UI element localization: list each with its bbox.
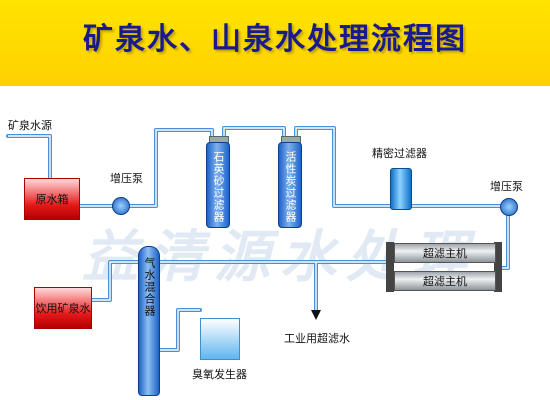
uf2-label: 超滤主机 (423, 275, 467, 288)
gas-water-mixer: 气水混合器 (138, 246, 160, 396)
pipe-ozone-gas (158, 308, 202, 352)
precision-filter (390, 168, 412, 210)
label-precision-filter: 精密过滤器 (372, 147, 427, 160)
uf-frame-left (386, 242, 394, 292)
product-tank-label: 饮用矿泉水 (35, 302, 91, 315)
label-source: 矿泉水源 (8, 119, 52, 132)
gas-mixer-label: 气水混合器 (143, 257, 156, 317)
product-tank: 饮用矿泉水 (34, 287, 92, 329)
carbon-filter: 活性炭过滤器 (278, 142, 302, 228)
title-banner (0, 0, 550, 86)
raw-tank-label: 原水箱 (35, 193, 69, 206)
uf1-label: 超滤主机 (423, 247, 467, 260)
pump-1-icon (112, 197, 130, 215)
carbon-filter-label: 活性炭过滤器 (284, 151, 297, 223)
page-title: 矿泉水、山泉水处理流程图 (83, 22, 467, 57)
ultrafiltration-unit-2: 超滤主机 (394, 271, 496, 291)
raw-water-tank: 原水箱 (24, 178, 80, 220)
pump-2-icon (500, 198, 518, 216)
uf-frame-right (494, 242, 502, 292)
pipe-quartz-carbon (222, 126, 286, 142)
pipe-carbon-precision (294, 126, 401, 208)
pipe-source (6, 134, 52, 180)
arrow-down-icon (311, 310, 321, 320)
pipe-pump-quartz (124, 128, 214, 208)
label-pump1: 增压泵 (110, 172, 143, 185)
label-pump2: 增压泵 (490, 180, 523, 193)
pipe-gas-product (90, 260, 140, 302)
ozone-generator (200, 318, 240, 360)
quartz-filter: 石英砂过滤器 (206, 142, 230, 228)
quartz-filter-label: 石英砂过滤器 (212, 151, 225, 223)
label-industrial-water: 工业用超滤水 (284, 332, 350, 345)
ultrafiltration-unit-1: 超滤主机 (394, 243, 496, 263)
label-ozone-generator: 臭氧发生器 (192, 368, 247, 381)
